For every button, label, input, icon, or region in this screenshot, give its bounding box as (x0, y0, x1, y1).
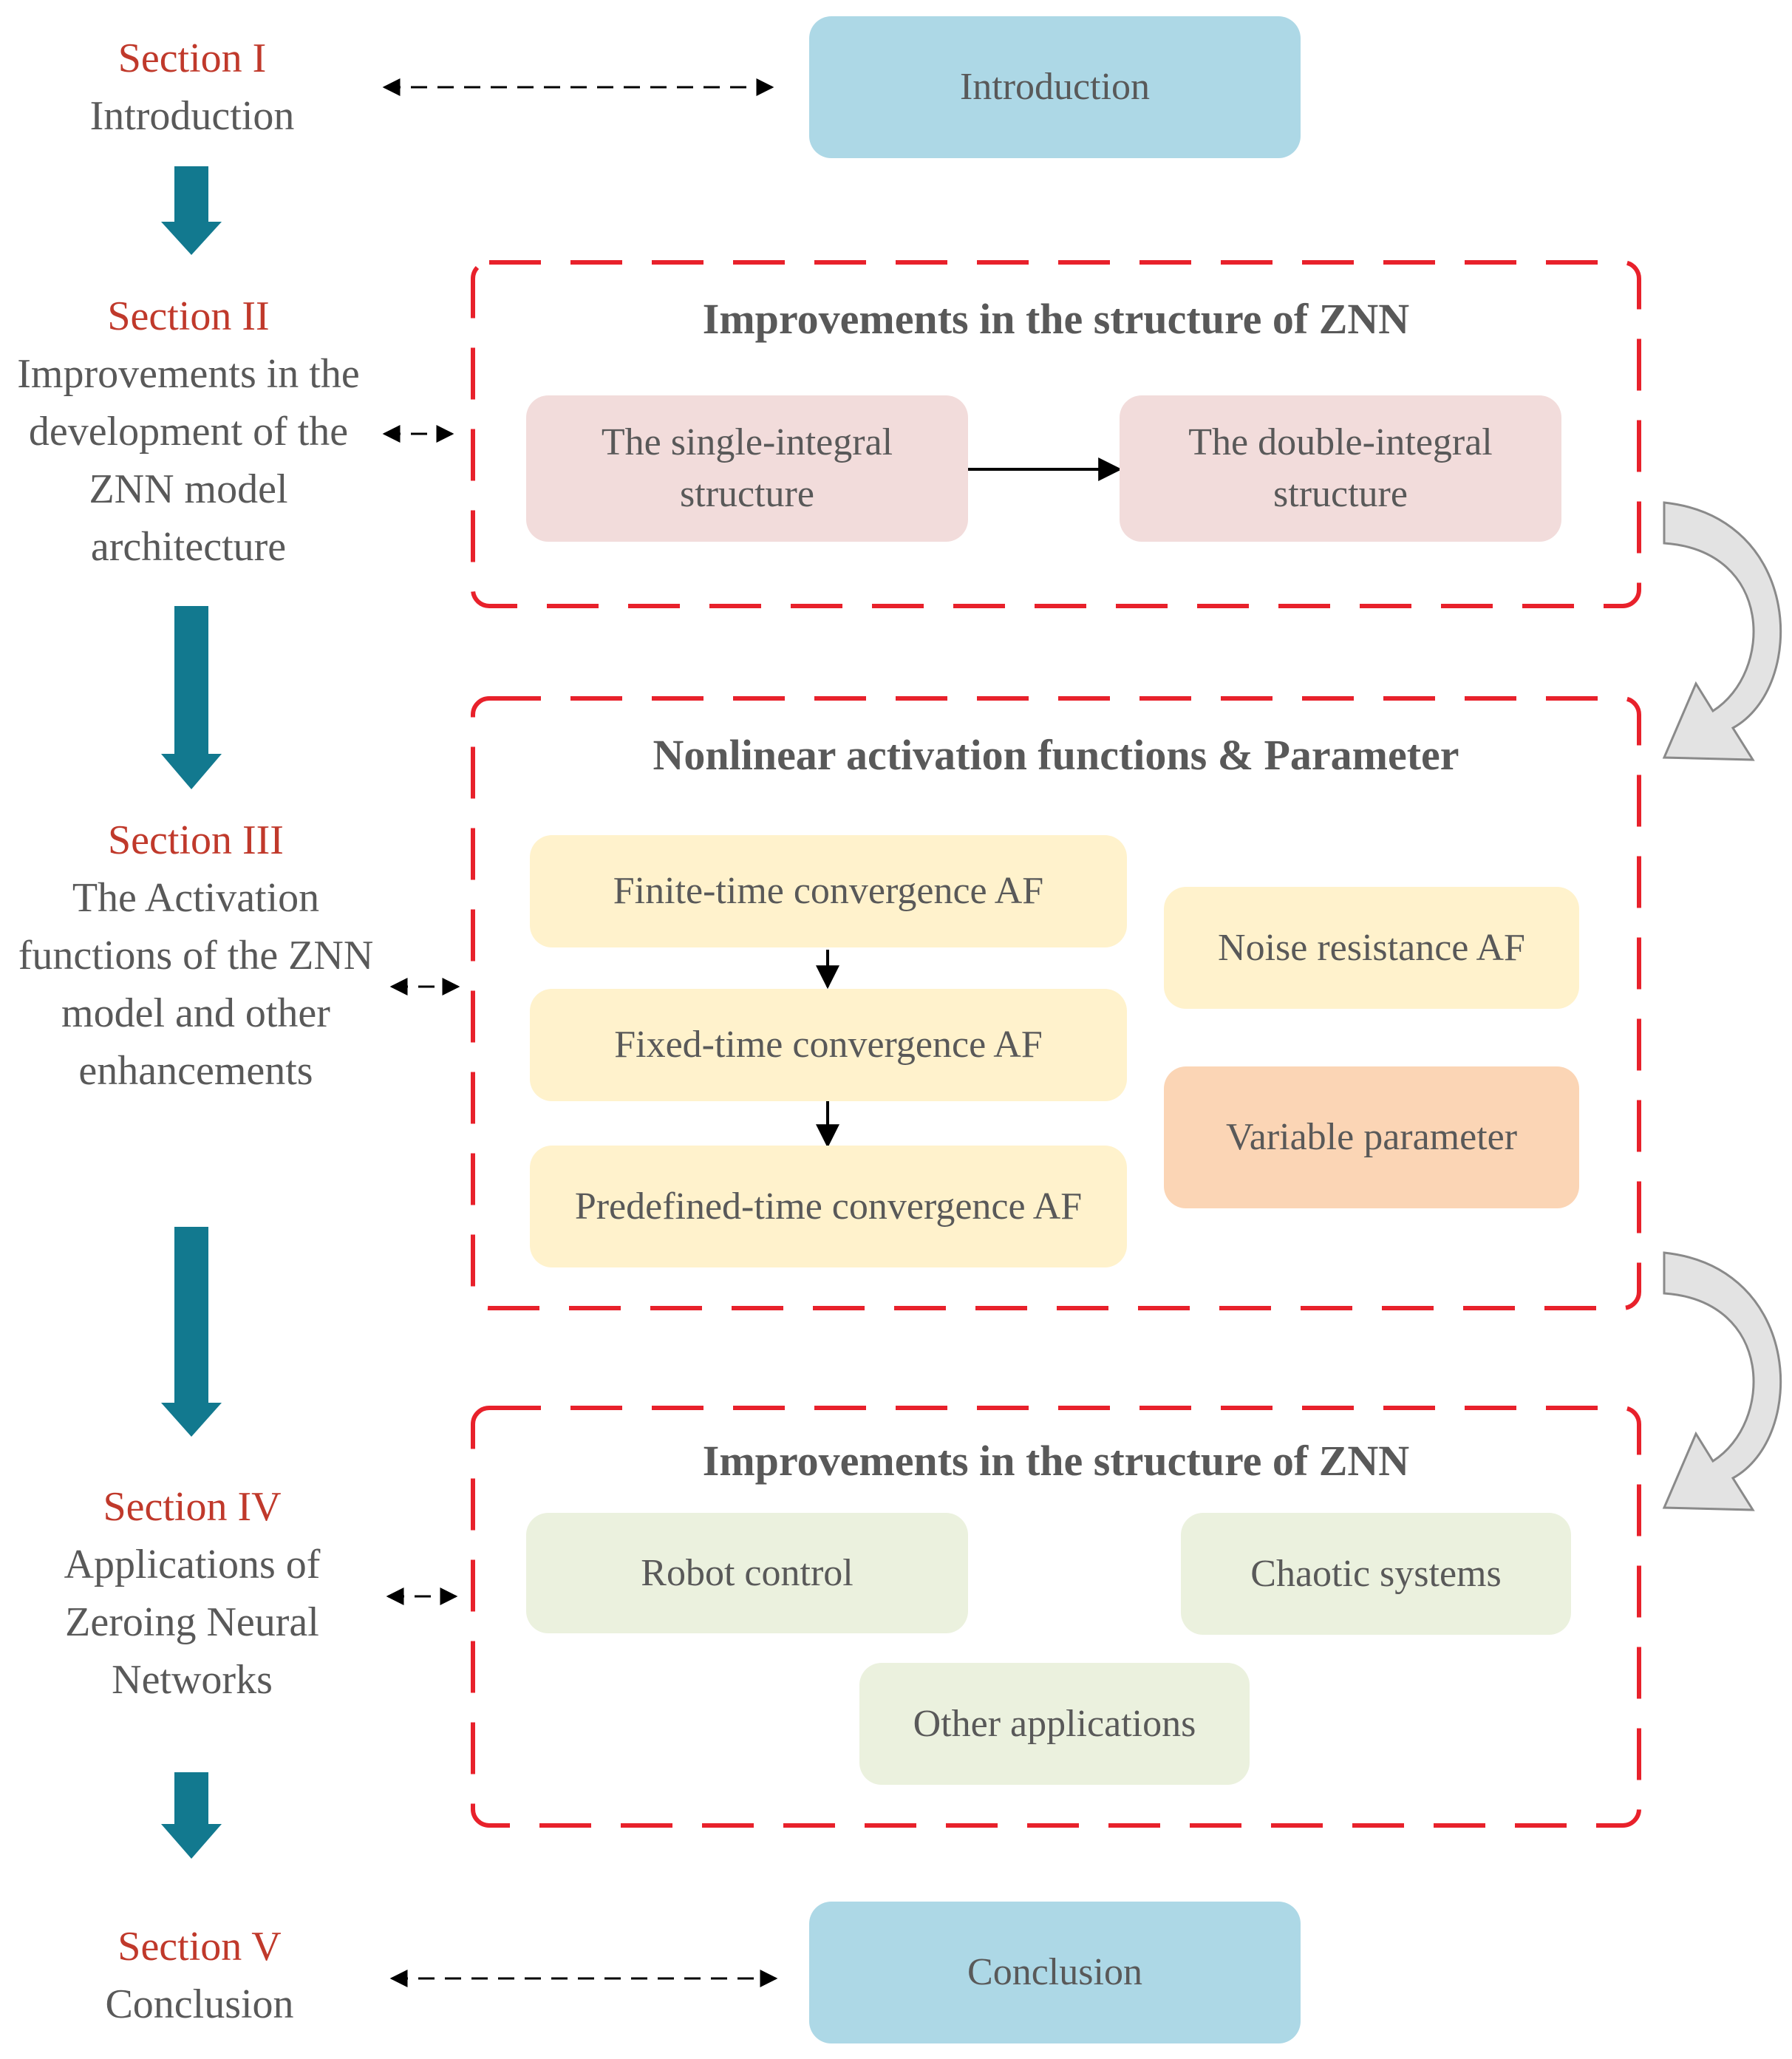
section-4-title: Section IV (103, 1484, 282, 1530)
section-3-label: Section III The Activation functions of … (15, 811, 377, 1100)
flow-arrow-3 (161, 1227, 222, 1437)
section-5-label: Section V Conclusion (30, 1918, 369, 2033)
section-1-label: Section I Introduction (15, 30, 369, 145)
conclusion-box: Conclusion (809, 1902, 1301, 2043)
section-1-desc: Introduction (89, 93, 295, 139)
section-5-title: Section V (117, 1924, 282, 1970)
section-3-desc: The Activation functions of the ZNN mode… (18, 875, 374, 1094)
group2-frame (471, 696, 1641, 1310)
noise-resistance-af-box: Noise resistance AF (1164, 887, 1579, 1009)
curved-arrow-1 (1662, 501, 1782, 761)
predefined-time-af-box: Predefined-time convergence AF (530, 1146, 1127, 1267)
double-integral-box: The double-integral structure (1120, 395, 1561, 542)
flow-arrow-2 (161, 606, 222, 789)
section-2-desc: Improvements in the development of the Z… (17, 351, 360, 570)
chaotic-systems-box: Chaotic systems (1181, 1513, 1571, 1635)
group1-frame (471, 260, 1641, 608)
group2-title: Nonlinear activation functions & Paramet… (653, 731, 1459, 779)
section-4-desc: Applications of Zeroing Neural Networks (64, 1542, 321, 1703)
variable-parameter-box: Variable parameter (1164, 1066, 1579, 1208)
finite-time-af-box: Finite-time convergence AF (530, 835, 1127, 947)
curved-arrow-2 (1662, 1251, 1782, 1511)
group3-frame (471, 1406, 1641, 1828)
section-4-label: Section IV Applications of Zeroing Neura… (22, 1478, 362, 1709)
group3-title: Improvements in the structure of ZNN (702, 1437, 1410, 1485)
robot-control-box: Robot control (526, 1513, 968, 1633)
section-3-title: Section III (108, 817, 284, 863)
single-integral-box: The single-integral structure (526, 395, 968, 542)
section-1-title: Section I (117, 35, 267, 81)
group1-title: Improvements in the structure of ZNN (702, 295, 1410, 343)
introduction-box: Introduction (809, 16, 1301, 158)
section-5-desc: Conclusion (105, 1981, 294, 2027)
section-2-label: Section II Improvements in the developme… (4, 287, 373, 576)
flow-arrow-4 (161, 1772, 222, 1859)
other-applications-box: Other applications (859, 1663, 1250, 1785)
flow-arrow-1 (161, 166, 222, 255)
section-2-title: Section II (107, 293, 270, 339)
fixed-time-af-box: Fixed-time convergence AF (530, 989, 1127, 1101)
